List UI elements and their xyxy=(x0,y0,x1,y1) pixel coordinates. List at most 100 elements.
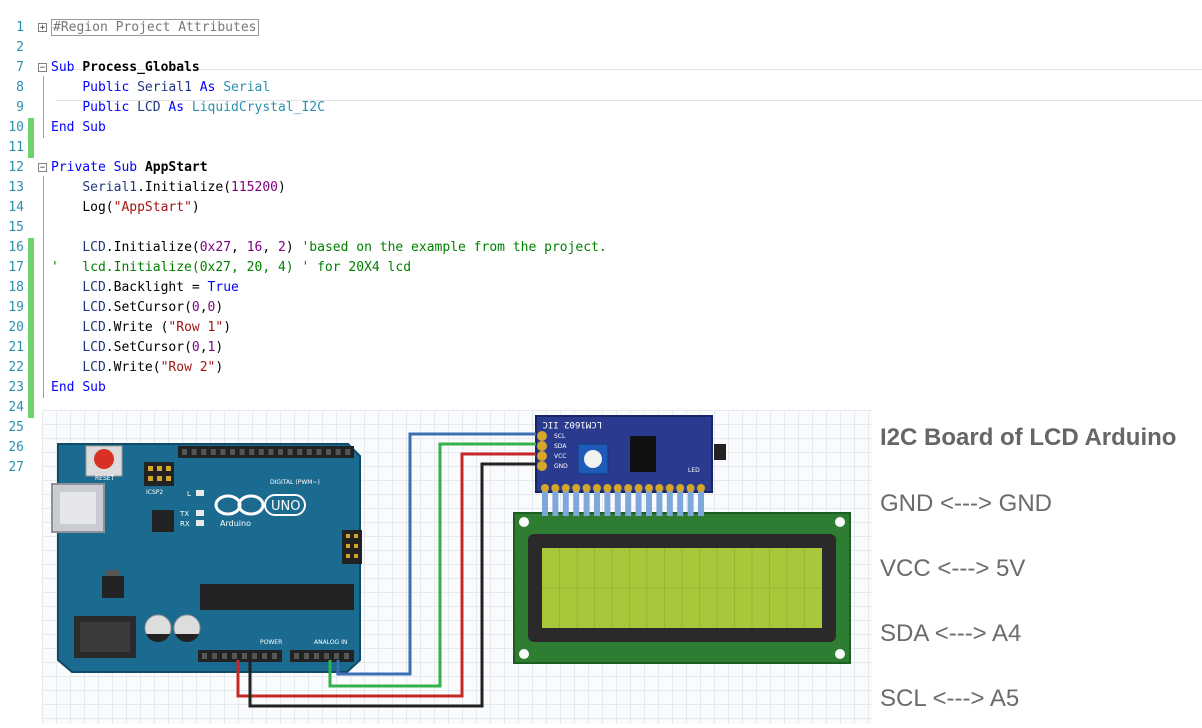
fold-guide-globals xyxy=(43,76,44,138)
code-line: 23 LCD.Write("Row 2") xyxy=(0,358,223,418)
pin-mapping: VCC <---> 5V xyxy=(880,555,1026,582)
microcontroller-chip xyxy=(200,584,354,610)
change-marker xyxy=(28,338,34,358)
svg-text:GND: GND xyxy=(554,463,568,470)
pin-mapping: GND <---> GND xyxy=(880,490,1053,517)
wiring-diagram-svg: RESET ICSP2 DIGITAL (PWM~) L TX RX xyxy=(51,415,851,708)
code-line: 26 xyxy=(0,418,31,455)
current-line-highlight xyxy=(56,69,1202,101)
line-number: 20 xyxy=(8,320,24,335)
code-line: 7 xyxy=(0,38,31,75)
reset-button xyxy=(94,449,114,469)
digital-label: DIGITAL (PWM~) xyxy=(270,479,320,486)
code-line: 18 ' lcd.Initialize(0x27, 20, 4) ' for 2… xyxy=(0,258,411,318)
svg-text:UNO: UNO xyxy=(271,499,300,514)
code-line: 19 LCD.Backlight = True xyxy=(0,278,239,338)
connection-notes: I2C Board of LCD Arduino GND <---> GND V… xyxy=(878,410,1202,724)
svg-text:LED: LED xyxy=(688,467,700,474)
code-line: 25 xyxy=(0,398,31,435)
svg-text:TX: TX xyxy=(179,510,189,518)
region-collapsed-label[interactable]: #Region Project Attributes xyxy=(51,19,259,36)
arduino-uno-board: RESET ICSP2 DIGITAL (PWM~) L TX RX xyxy=(51,443,362,673)
code-line: 27 xyxy=(0,438,31,475)
arduino-logo: UNO Arduino xyxy=(214,494,306,528)
line-number: 16 xyxy=(8,240,24,255)
expand-icon[interactable]: + xyxy=(38,23,47,33)
change-marker xyxy=(28,238,34,258)
line-number: 12 xyxy=(8,160,24,175)
code-editor[interactable]: 1 2 + #Region Project Attributes 7 8 − S… xyxy=(0,0,1202,475)
code-line: 22 LCD.SetCursor(0,1) xyxy=(0,338,223,398)
line-number: 14 xyxy=(8,200,24,215)
line-number: 13 xyxy=(8,180,24,195)
change-marker xyxy=(28,318,34,338)
i2c-pins: SCL SDA VCC GND xyxy=(537,431,568,471)
line-number: 19 xyxy=(8,300,24,315)
power-header xyxy=(198,650,282,662)
code-line: 21 LCD.Write ("Row 1") xyxy=(0,318,231,378)
code-line: 8 − Sub Process_Globals xyxy=(0,58,200,95)
reset-label: RESET xyxy=(95,475,115,482)
change-marker xyxy=(28,358,34,378)
svg-text:ANALOG IN: ANALOG IN xyxy=(314,639,347,646)
change-marker xyxy=(28,298,34,318)
line-number: 2 xyxy=(16,40,24,55)
line-number: 1 xyxy=(16,20,24,35)
code-line: 14 Serial1.Initialize(115200) xyxy=(0,178,285,215)
change-marker xyxy=(28,398,34,418)
svg-text:Arduino: Arduino xyxy=(220,519,251,528)
wiring-diagram: RESET ICSP2 DIGITAL (PWM~) L TX RX xyxy=(42,410,872,724)
change-marker xyxy=(28,258,34,278)
collapse-icon[interactable]: − xyxy=(38,63,47,73)
module-label: LCM1602 IIC xyxy=(542,419,602,429)
pin-mapping: SCL <---> A5 xyxy=(880,685,1020,712)
code-line: 20 LCD.SetCursor(0,0) xyxy=(0,298,223,358)
icsp-label: ICSP2 xyxy=(146,489,163,496)
svg-text:SCL: SCL xyxy=(554,433,566,440)
code-line: 15 Log("AppStart") xyxy=(0,198,200,258)
line-number: 26 xyxy=(8,440,24,455)
change-marker xyxy=(28,278,34,298)
line-number: 10 xyxy=(8,120,24,135)
lcd-1602-display xyxy=(513,512,851,664)
line-number: 23 xyxy=(8,380,24,395)
line-number: 18 xyxy=(8,280,24,295)
code-line: 9 Public Serial1 As Serial xyxy=(0,78,270,138)
line-number: 11 xyxy=(8,140,24,155)
code-line: 11 End Sub xyxy=(0,118,105,155)
line-number: 21 xyxy=(8,340,24,355)
svg-text:SDA: SDA xyxy=(554,443,567,450)
line-number: 22 xyxy=(8,360,24,375)
change-marker xyxy=(28,118,34,138)
svg-text:VCC: VCC xyxy=(554,453,566,460)
pin-mapping: SDA <---> A4 xyxy=(880,620,1022,647)
line-number: 24 xyxy=(8,400,24,415)
code-line: 2 + #Region Project Attributes xyxy=(0,18,259,55)
line-number: 25 xyxy=(8,420,24,435)
proc-name: AppStart xyxy=(144,160,208,175)
line-number: 17 xyxy=(8,260,24,275)
line-number: 9 xyxy=(16,100,24,115)
code-line: 17 LCD.Initialize(0x27, 16, 2) 'based on… xyxy=(0,238,607,298)
change-marker xyxy=(28,378,34,398)
proc-name: Process_Globals xyxy=(82,60,200,75)
line-number: 7 xyxy=(16,60,24,75)
code-line: 12 xyxy=(0,138,31,175)
line-number: 8 xyxy=(16,80,24,95)
code-line: 16 xyxy=(0,218,34,278)
code-line: 1 xyxy=(0,0,31,35)
line-number: 27 xyxy=(8,460,24,475)
change-marker xyxy=(28,138,34,158)
i2c-backpack-module: LCM1602 IIC SCL SDA VCC GND LED xyxy=(535,415,726,516)
svg-text:L: L xyxy=(187,490,191,498)
notes-title: I2C Board of LCD Arduino xyxy=(880,424,1177,451)
connection-wires xyxy=(236,432,536,708)
fold-guide-appstart xyxy=(43,176,44,398)
collapse-icon[interactable]: − xyxy=(38,163,47,173)
code-line: 24 End Sub xyxy=(0,378,105,415)
svg-text:POWER: POWER xyxy=(260,639,282,646)
code-line: 13 − Private Sub AppStart xyxy=(0,158,207,195)
svg-text:RX: RX xyxy=(180,520,190,528)
line-number: 15 xyxy=(8,220,24,235)
code-line: 10 Public LCD As LiquidCrystal_I2C xyxy=(0,98,325,158)
